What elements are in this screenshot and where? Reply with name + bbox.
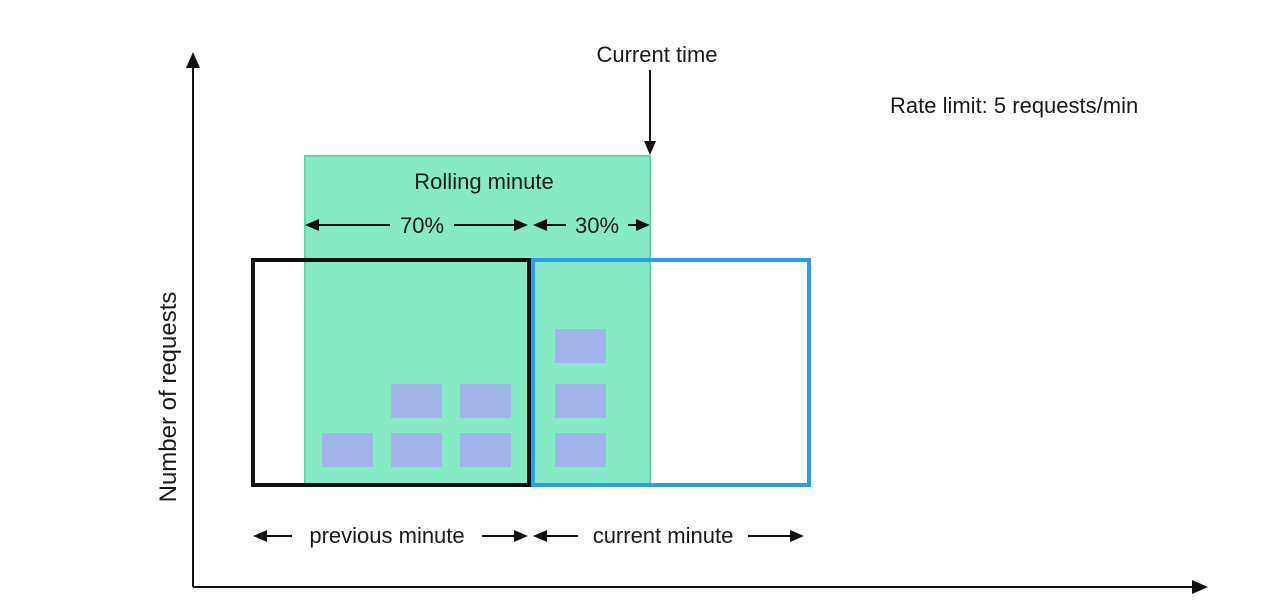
current-minute-box	[531, 258, 811, 487]
previous-minute-span-arrow	[253, 530, 528, 542]
previous-minute-requests	[322, 384, 511, 467]
y-axis-arrowhead	[186, 52, 200, 68]
request-block	[555, 433, 606, 467]
request-block	[555, 384, 606, 418]
rolling-minute-label: Rolling minute	[414, 169, 553, 194]
request-block	[460, 433, 511, 467]
request-block	[555, 329, 606, 363]
rate-limit-label: Rate limit: 5 requests/min	[890, 93, 1138, 118]
request-block	[460, 384, 511, 418]
current-share-label: 30%	[575, 213, 619, 238]
current-minute-span-arrow	[533, 530, 804, 542]
request-block	[391, 433, 442, 467]
x-axis-arrowhead	[1192, 580, 1208, 594]
y-axis-label: Number of requests	[155, 292, 182, 503]
previous-share-arrow	[305, 219, 528, 231]
previous-minute-label: previous minute	[309, 523, 464, 548]
previous-share-label: 70%	[400, 213, 444, 238]
request-block	[391, 384, 442, 418]
rolling-minute-window	[304, 155, 651, 486]
current-time-label: Current time	[596, 42, 717, 67]
current-minute-requests	[555, 329, 606, 467]
request-block	[322, 433, 373, 467]
axes	[186, 52, 1208, 594]
current-share-arrow	[533, 219, 650, 231]
previous-minute-box	[251, 258, 531, 487]
current-minute-label: current minute	[593, 523, 734, 548]
current-time-arrow	[644, 70, 656, 155]
